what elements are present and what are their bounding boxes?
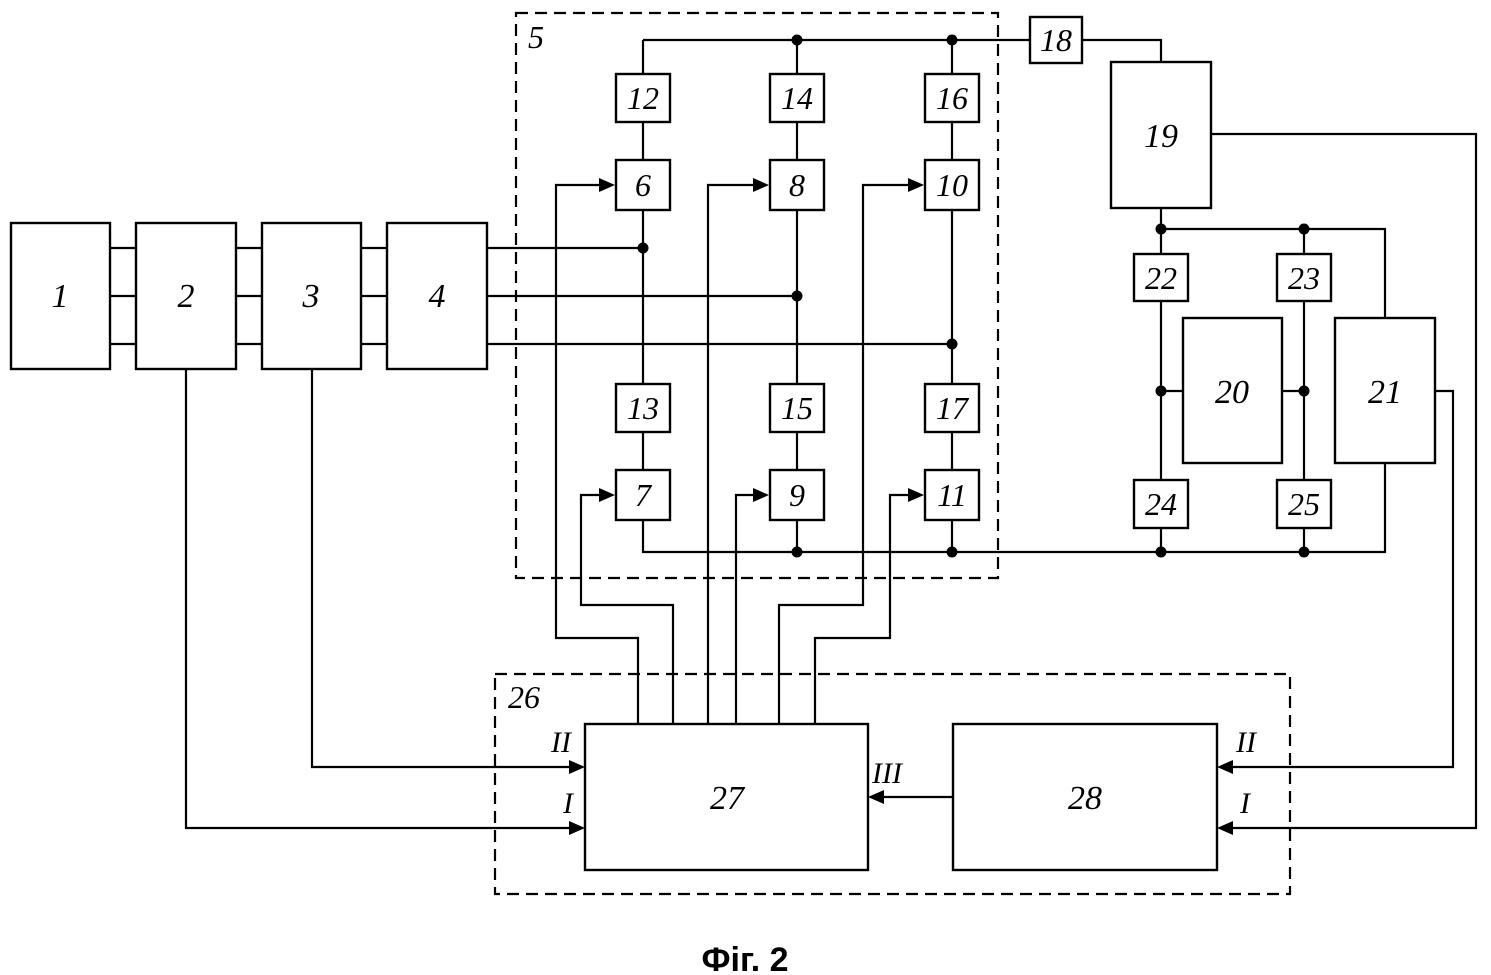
block-14: 14 bbox=[768, 72, 826, 124]
block-7-label: 7 bbox=[635, 477, 653, 513]
block-3: 3 bbox=[260, 221, 363, 371]
block-13: 13 bbox=[614, 382, 672, 434]
block-21-label: 21 bbox=[1368, 374, 1402, 411]
block-21: 21 bbox=[1333, 316, 1437, 465]
port-28-I-label: I bbox=[1239, 787, 1252, 820]
port-27-III-label: III bbox=[871, 757, 904, 790]
block-9: 9 bbox=[768, 468, 826, 522]
block-9-label: 9 bbox=[789, 477, 805, 513]
block-28: 28 bbox=[951, 722, 1219, 872]
port-27-I-label: I bbox=[562, 787, 575, 820]
port-28-II-label: II bbox=[1235, 726, 1258, 759]
block-23-label: 23 bbox=[1288, 260, 1320, 296]
block-17-label: 17 bbox=[936, 390, 970, 426]
group-26-outline bbox=[493, 672, 1292, 896]
block-13-label: 13 bbox=[627, 390, 659, 426]
block-4-label: 4 bbox=[429, 278, 446, 315]
block-20: 20 bbox=[1181, 316, 1284, 465]
figure-caption: Фіг. 2 bbox=[701, 941, 788, 975]
block-17: 17 bbox=[923, 382, 981, 434]
block-1: 1 bbox=[9, 221, 112, 371]
block-12-label: 12 bbox=[627, 80, 659, 116]
block-18: 18 bbox=[1028, 15, 1084, 65]
block-15: 15 bbox=[768, 382, 826, 434]
block-14-label: 14 bbox=[781, 80, 813, 116]
block-19-label: 19 bbox=[1144, 118, 1178, 155]
block-16-label: 16 bbox=[936, 80, 968, 116]
block-23: 23 bbox=[1275, 252, 1333, 303]
block-16: 16 bbox=[923, 72, 981, 124]
block-22-label: 22 bbox=[1145, 260, 1177, 296]
block-8-label: 8 bbox=[789, 167, 805, 203]
block-10: 10 bbox=[923, 158, 981, 212]
block-2-label: 2 bbox=[178, 278, 195, 315]
block-25: 25 bbox=[1275, 478, 1333, 530]
block-25-label: 25 bbox=[1288, 486, 1320, 522]
group-26-label: 26 bbox=[508, 679, 540, 715]
block-6-label: 6 bbox=[635, 167, 651, 203]
block-4: 4 bbox=[385, 221, 489, 371]
block-10-label: 10 bbox=[936, 167, 968, 203]
block-6: 6 bbox=[614, 158, 672, 212]
block-27-label: 27 bbox=[710, 780, 746, 817]
block-28-label: 28 bbox=[1068, 780, 1102, 817]
block-19: 19 bbox=[1109, 60, 1213, 210]
arrowheads bbox=[569, 178, 1233, 835]
block-18-label: 18 bbox=[1040, 22, 1072, 58]
block-7: 7 bbox=[614, 468, 672, 522]
port-27-II-label: II bbox=[550, 726, 573, 759]
block-24: 24 bbox=[1132, 478, 1190, 530]
block-15-label: 15 bbox=[781, 390, 813, 426]
block-27: 27 bbox=[583, 722, 870, 872]
connection-lines bbox=[110, 38, 1478, 830]
junction-dots bbox=[637, 34, 1310, 558]
group-5-label: 5 bbox=[528, 19, 544, 55]
block-8: 8 bbox=[768, 158, 826, 212]
block-22: 22 bbox=[1132, 252, 1190, 303]
block-20-label: 20 bbox=[1215, 374, 1249, 411]
block-11-label: 11 bbox=[937, 477, 967, 513]
block-1-label: 1 bbox=[52, 278, 69, 315]
block-11: 11 bbox=[923, 468, 981, 522]
block-2: 2 bbox=[134, 221, 238, 371]
block-3-label: 3 bbox=[302, 278, 320, 315]
block-12: 12 bbox=[614, 72, 672, 124]
block-24-label: 24 bbox=[1145, 486, 1177, 522]
